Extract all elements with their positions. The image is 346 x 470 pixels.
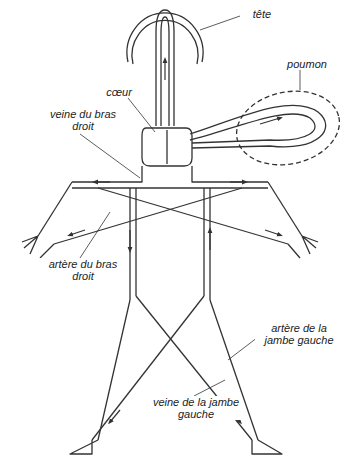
- artery-arm-label: artère du bras droit: [40, 258, 126, 282]
- heart-label: cœur: [100, 86, 138, 98]
- vein-arm-label: veine du bras droit: [40, 108, 126, 132]
- lung-label: poumon: [280, 58, 334, 70]
- head-label: tête: [240, 8, 284, 20]
- artery-leg-label: artère de la jambe gauche: [255, 322, 343, 346]
- vein-leg-label: veine de la jambe gauche: [150, 396, 242, 420]
